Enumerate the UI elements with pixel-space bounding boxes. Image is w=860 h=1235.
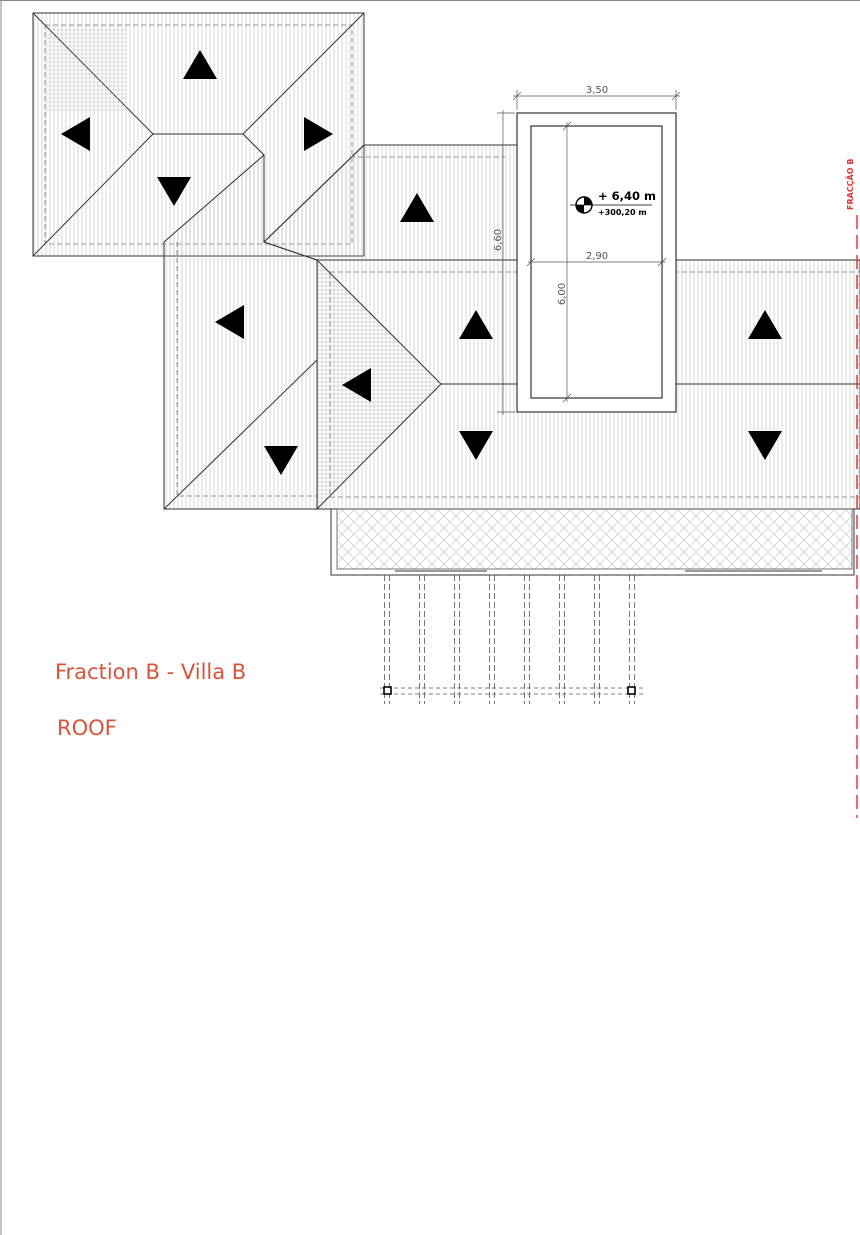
property-boundary: FRACÇÃO B bbox=[845, 159, 858, 818]
slope-arrow-left-icon bbox=[61, 117, 90, 151]
slope-arrow-up-icon bbox=[748, 310, 782, 339]
level-marker-icon bbox=[570, 196, 652, 214]
slope-arrow-down-icon bbox=[157, 177, 191, 206]
pergola bbox=[380, 575, 643, 704]
pergola-beam bbox=[419, 575, 425, 704]
slope-arrow-right-icon bbox=[304, 117, 333, 151]
slope-arrow-up-icon bbox=[459, 310, 493, 339]
pergola-beam bbox=[524, 575, 530, 704]
boundary-label: FRACÇÃO B bbox=[845, 159, 855, 210]
slope-arrow-up-icon bbox=[400, 193, 434, 222]
pool-outer-width-dimension: 3,50 bbox=[586, 85, 608, 96]
slope-arrow-up-icon bbox=[183, 50, 217, 79]
pergola-post-right bbox=[627, 686, 636, 695]
pool-inner-width-dimension: 2,90 bbox=[586, 251, 608, 262]
pool-inner-length-dimension: 6,00 bbox=[557, 283, 568, 305]
pergola-beam bbox=[629, 575, 635, 704]
pool: + 6,40 m +300,20 m 3,50 2,90 6,60 6,00 bbox=[493, 85, 681, 415]
slope-arrows bbox=[61, 50, 782, 475]
drawing-title: Fraction B - Villa B bbox=[55, 660, 246, 684]
pergola-beam bbox=[454, 575, 460, 704]
terrace-area bbox=[330, 508, 855, 576]
slope-arrow-down-icon bbox=[459, 431, 493, 460]
drawing-subtitle: ROOF bbox=[57, 716, 117, 740]
pergola-beam bbox=[594, 575, 600, 704]
slope-arrow-down-icon bbox=[264, 446, 298, 475]
roof-block-4 bbox=[316, 258, 860, 511]
pool-level: + 6,40 m bbox=[598, 189, 656, 203]
slope-arrow-left-icon bbox=[342, 368, 371, 402]
pergola-beam bbox=[384, 575, 390, 704]
pool-absolute-level: +300,20 m bbox=[598, 208, 647, 217]
pool-outer-length-dimension: 6,60 bbox=[493, 229, 504, 251]
slope-arrow-left-icon bbox=[215, 305, 244, 339]
pergola-post-left bbox=[383, 686, 392, 695]
pergola-beam bbox=[489, 575, 495, 704]
slope-arrow-down-icon bbox=[748, 431, 782, 460]
pergola-beam bbox=[559, 575, 565, 704]
